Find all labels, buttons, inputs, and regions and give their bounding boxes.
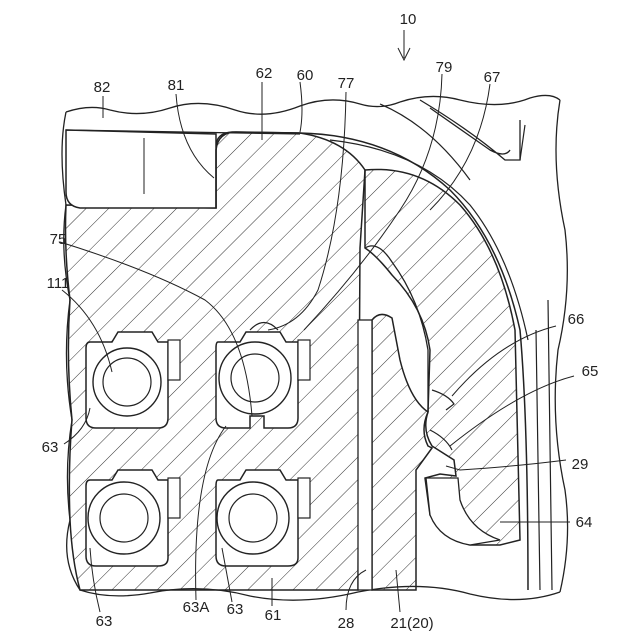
leader-10-arrow (398, 30, 410, 60)
label-60: 60 (297, 67, 314, 84)
top-break-line (66, 100, 400, 114)
label-65: 65 (582, 363, 599, 380)
label-66: 66 (568, 311, 585, 328)
label-63-mid: 63 (227, 601, 244, 618)
part-21-strip (372, 314, 432, 590)
label-81: 81 (168, 77, 185, 94)
block-82 (66, 130, 216, 208)
label-64: 64 (576, 514, 593, 531)
upper-right-wall (380, 104, 525, 180)
label-67: 67 (484, 69, 501, 86)
label-63-left-upper: 63 (42, 439, 59, 456)
strip-28 (358, 320, 372, 590)
cavity-63-top-left (86, 332, 180, 428)
label-111: 111 (47, 275, 70, 292)
label-21-20: 21(20) (390, 615, 433, 632)
label-79: 79 (436, 59, 453, 76)
top-break-line-right (400, 95, 560, 104)
right-break-line (555, 100, 567, 592)
label-61: 61 (265, 607, 282, 624)
label-82: 82 (94, 79, 111, 96)
label-62: 62 (256, 65, 273, 82)
right-wall-lines (536, 300, 552, 590)
label-63A: 63A (183, 599, 210, 616)
cavity-63-bottom-middle (216, 470, 310, 566)
label-10: 10 (400, 11, 417, 28)
label-63-left-lower: 63 (96, 613, 113, 630)
label-77: 77 (338, 75, 355, 92)
label-28: 28 (338, 615, 355, 632)
label-75: 75 (50, 231, 67, 248)
cavity-63-bottom-left (86, 470, 180, 566)
label-29: 29 (572, 456, 589, 473)
leader-60 (300, 82, 302, 132)
